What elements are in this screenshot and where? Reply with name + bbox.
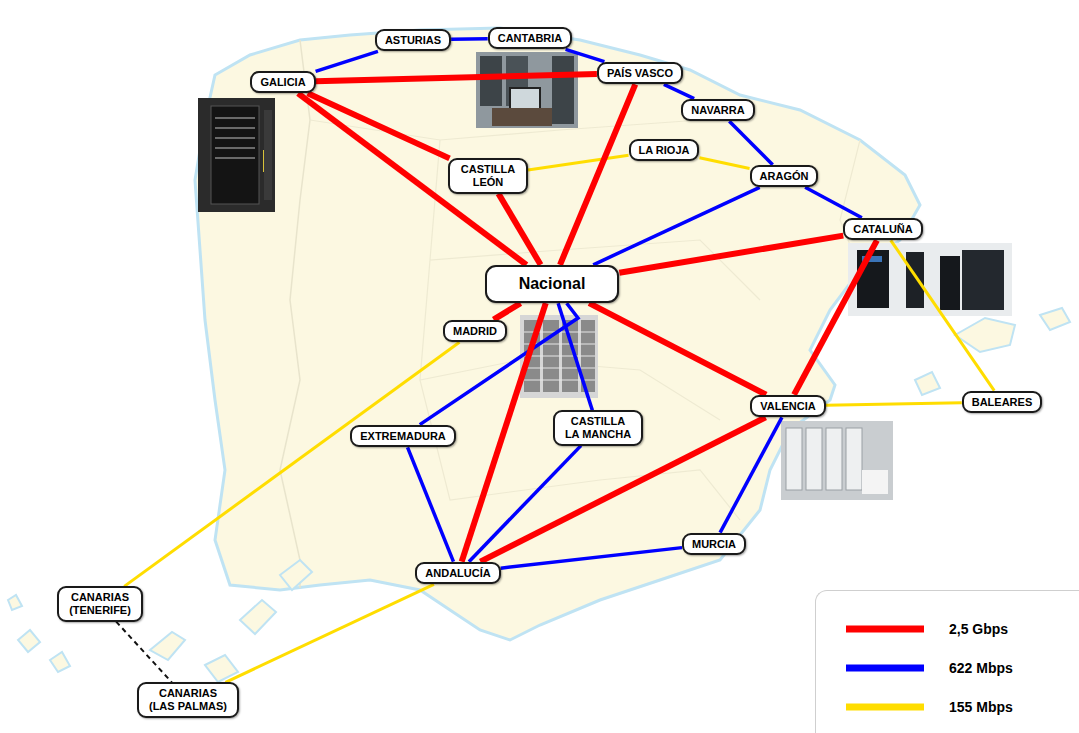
border-line bbox=[280, 40, 310, 588]
network-link bbox=[805, 187, 862, 217]
legend-row: 622 Mbps bbox=[816, 656, 1079, 680]
network-link bbox=[316, 51, 378, 71]
region-box: CASTILLA LEÓN bbox=[448, 158, 528, 193]
server-photo bbox=[198, 98, 275, 212]
region-name: EXTREMADURA bbox=[360, 430, 446, 443]
region-box: CATALUÑA bbox=[843, 218, 922, 241]
region-box: CANARIAS (TENERIFE) bbox=[57, 586, 143, 621]
network-link bbox=[566, 49, 605, 61]
region-box: BALEARES bbox=[962, 391, 1043, 414]
legend-sample bbox=[846, 619, 924, 639]
legend-row: 155 Mbps bbox=[816, 695, 1079, 719]
network-link bbox=[451, 37, 488, 41]
legend-panel: 2,5 Gbps 622 Mbps 155 Mbps bbox=[815, 590, 1079, 733]
legend-text: 2,5 Gbps bbox=[949, 620, 1008, 638]
region-box: EXTREMADURA bbox=[350, 425, 456, 448]
network-link bbox=[316, 74, 597, 81]
region-name: CASTILLA LA MANCHA bbox=[563, 415, 633, 440]
network-link bbox=[116, 622, 172, 683]
network-link bbox=[589, 303, 766, 394]
region-box: CANARIAS (LAS PALMAS) bbox=[137, 682, 239, 717]
legend-swatch bbox=[846, 626, 924, 633]
region-box: CANTABRIA bbox=[488, 27, 573, 50]
legend-text: 155 Mbps bbox=[949, 698, 1013, 716]
server-photo bbox=[476, 52, 578, 128]
region-name: MADRID bbox=[453, 325, 497, 338]
network-link bbox=[794, 240, 877, 394]
region-box: MADRID bbox=[443, 320, 507, 343]
region-name: CANTABRIA bbox=[498, 32, 563, 45]
region-name: ANDALUCÍA bbox=[425, 567, 490, 580]
network-link bbox=[498, 194, 540, 265]
hub-box: Nacional bbox=[485, 265, 620, 303]
region-box: CASTILLA LA MANCHA bbox=[553, 410, 643, 445]
region-box: VALENCIA bbox=[750, 395, 825, 418]
network-link bbox=[469, 446, 581, 562]
server-photo bbox=[781, 421, 893, 500]
region-name: NAVARRA bbox=[691, 104, 744, 117]
region-name: LA RIOJA bbox=[639, 144, 690, 157]
network-link bbox=[891, 240, 994, 390]
region-name: Nacional bbox=[519, 275, 586, 293]
network-link bbox=[501, 548, 682, 569]
legend-sample bbox=[846, 697, 924, 717]
region-box: ASTURIAS bbox=[375, 29, 451, 52]
region-lines bbox=[310, 120, 860, 520]
region-name: CATALUÑA bbox=[853, 223, 912, 236]
network-link bbox=[729, 121, 772, 164]
network-link bbox=[619, 236, 843, 273]
network-link bbox=[124, 342, 459, 586]
network-link bbox=[664, 84, 694, 98]
region-box: ARAGÓN bbox=[750, 165, 819, 188]
region-name: CANARIAS (TENERIFE) bbox=[67, 591, 133, 616]
balearic-islands bbox=[915, 308, 1070, 395]
region-name: GALICIA bbox=[260, 76, 305, 89]
region-name: ASTURIAS bbox=[385, 34, 441, 47]
network-link bbox=[720, 417, 782, 532]
network-link bbox=[560, 84, 635, 264]
region-name: CANARIAS (LAS PALMAS) bbox=[147, 687, 229, 712]
legend-sample bbox=[846, 658, 924, 678]
server-photo bbox=[520, 315, 598, 398]
legend-text: 622 Mbps bbox=[949, 659, 1013, 677]
legend-row: 2,5 Gbps bbox=[816, 617, 1079, 641]
region-name: ARAGÓN bbox=[760, 170, 809, 183]
region-name: PAÍS VASCO bbox=[607, 67, 673, 80]
network-link bbox=[308, 93, 450, 158]
region-box: LA RIOJA bbox=[629, 139, 700, 162]
region-box: PAÍS VASCO bbox=[597, 62, 683, 85]
network-link bbox=[699, 158, 749, 169]
network-link bbox=[408, 447, 454, 561]
iberia-outline bbox=[195, 28, 920, 640]
land bbox=[195, 28, 920, 640]
region-name: BALEARES bbox=[972, 396, 1033, 409]
legend-swatch bbox=[846, 704, 924, 711]
region-name: MURCIA bbox=[692, 538, 736, 551]
network-link bbox=[528, 155, 629, 170]
network-link bbox=[298, 93, 526, 264]
region-box: MURCIA bbox=[682, 533, 746, 556]
network-link bbox=[826, 403, 962, 406]
region-name: VALENCIA bbox=[760, 400, 815, 413]
network-link bbox=[558, 303, 592, 410]
network-link bbox=[420, 303, 578, 424]
network-link bbox=[494, 303, 521, 319]
region-box: NAVARRA bbox=[681, 99, 754, 122]
region-box: GALICIA bbox=[250, 71, 315, 94]
network-link bbox=[226, 584, 434, 682]
legend-swatch bbox=[846, 665, 924, 672]
region-box: ANDALUCÍA bbox=[415, 562, 500, 585]
region-name: CASTILLA LEÓN bbox=[458, 163, 518, 188]
